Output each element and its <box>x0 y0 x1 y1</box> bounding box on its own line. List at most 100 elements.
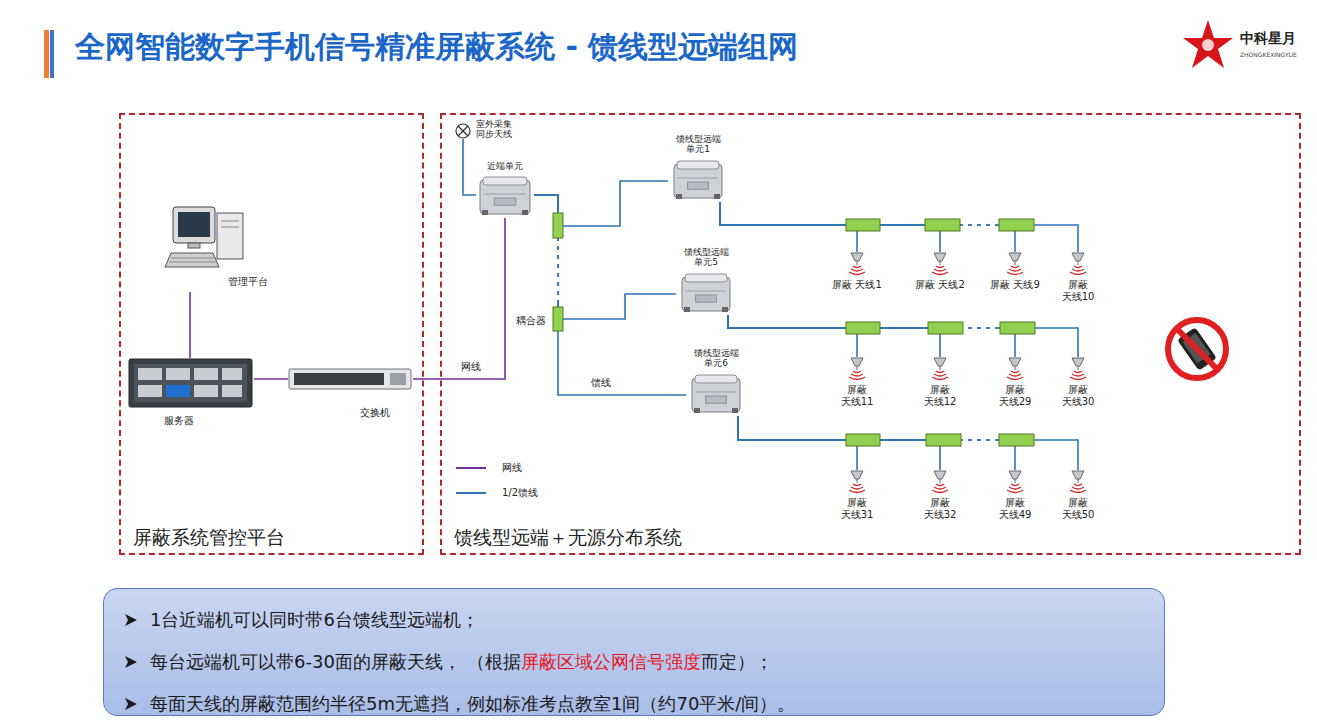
node-label: 馈线型远端 单元1 <box>668 134 728 155</box>
node-label: 屏蔽 天线49 <box>990 497 1040 520</box>
server-icon: 服务器 <box>128 358 254 430</box>
logo-text: 中科星月 <box>1240 30 1296 48</box>
node-label: 室外采集 同步天线 <box>476 119 520 140</box>
region-panel: 室外采集 同步天线近端单元 馈线型远端 单元1 馈线型远端 单元5 馈线型远端 单元6… <box>440 113 1301 555</box>
page-title: 全网智能数字手机信号精准屏蔽系统 - 馈线型远端组网 <box>75 27 798 68</box>
node-label: 屏蔽 天线12 <box>915 384 965 407</box>
shield-antenna: 屏蔽 天线30 <box>1053 357 1103 415</box>
node-label: 管理平台 <box>228 276 268 288</box>
node-label: 屏蔽 天线32 <box>915 497 965 520</box>
node-label: 屏蔽 天线31 <box>832 497 882 520</box>
computer-icon: 管理平台 <box>160 200 270 292</box>
feeder-cable <box>738 416 1015 470</box>
bullet-line: 每台远端机可以带6-30面的屏蔽天线， （根据屏蔽区域公网信号强度而定）； <box>124 641 1144 683</box>
near-end-unit: 近端单元 <box>476 160 534 218</box>
node-label: 屏蔽 天线1 <box>832 279 882 291</box>
feeder-cable <box>738 416 940 470</box>
note-text: 1台近端机可以同时带6台馈线型远端机； <box>150 610 479 631</box>
shield-antenna-drawing <box>1066 357 1090 381</box>
region-title: 屏蔽系统管控平台 <box>133 527 285 549</box>
shield-antenna-drawing <box>845 252 869 276</box>
coupler <box>553 307 563 331</box>
shield-antenna: 屏蔽 天线29 <box>990 357 1040 415</box>
node-label: 服务器 <box>164 415 194 427</box>
shield-antenna: 屏蔽 天线12 <box>915 357 965 415</box>
node-label: 屏蔽 天线30 <box>1053 384 1103 407</box>
shield-antenna: 屏蔽 天线1 <box>832 252 882 310</box>
bullet-arrow <box>124 655 138 669</box>
shield-antenna: 屏蔽 天线10 <box>1053 252 1103 310</box>
node-label: 交换机 <box>360 407 390 419</box>
edge-label: 馈线 <box>590 376 612 390</box>
shield-antenna: 屏蔽 天线2 <box>915 252 965 310</box>
remote-unit: 馈线型远端 单元5 <box>676 247 736 315</box>
coupler-row <box>846 219 1035 446</box>
legend-text: 网线 <box>502 462 522 474</box>
feeder-cable <box>720 202 940 252</box>
shield-antenna-drawing <box>1003 357 1027 381</box>
feeder-cable <box>720 202 1078 252</box>
legend-swatch <box>456 467 486 469</box>
feeder-cable <box>728 315 1078 357</box>
feeder-cable <box>720 202 1015 252</box>
node-label: 近端单元 <box>476 161 534 171</box>
feeder-cable <box>534 195 686 395</box>
node-label: 屏蔽 天线2 <box>915 279 965 291</box>
feeder-cable <box>720 202 857 252</box>
logo-star <box>1183 20 1233 68</box>
legend-item: 1/2馈线 <box>456 480 538 505</box>
node-label: 屏蔽 天线9 <box>990 279 1040 291</box>
coupler <box>553 213 563 238</box>
node-label: 屏蔽 天线50 <box>1053 497 1103 520</box>
feeder-cable <box>463 139 476 195</box>
remote-unit-drawing <box>690 374 742 414</box>
region-title: 馈线型远端＋无源分布系统 <box>454 527 682 549</box>
network-cable <box>189 292 191 358</box>
shield-antenna-drawing <box>928 252 952 276</box>
remote-unit: 馈线型远端 单元1 <box>668 134 728 202</box>
shield-antenna: 屏蔽 天线9 <box>990 252 1040 310</box>
logo-subtext: ZHONGKEXINGYUE <box>1240 51 1297 58</box>
shield-antenna-drawing <box>845 470 869 494</box>
sync-antenna: 室外采集 同步天线 <box>455 119 537 151</box>
node-label: 馈线型远端 单元5 <box>676 247 736 268</box>
part-label: 耦合器 <box>516 314 546 328</box>
note-text: 而定）； <box>701 652 773 673</box>
note-box: 1台近端机可以同时带6台馈线型远端机； 每台远端机可以带6-30面的屏蔽天线， （… <box>103 588 1165 716</box>
feeder-cable <box>728 315 1015 357</box>
shield-antenna: 屏蔽 天线11 <box>832 357 882 415</box>
no-phone-icon <box>1168 320 1226 378</box>
shield-antenna-drawing <box>928 357 952 381</box>
remote-unit-drawing <box>672 160 724 200</box>
node-label: 屏蔽 天线11 <box>832 384 882 407</box>
accent-bar <box>44 30 49 78</box>
remote-unit-drawing <box>680 273 732 313</box>
near-end-unit-drawing <box>478 176 532 216</box>
note-text: 每台远端机可以带6-30面的屏蔽天线， （根据 <box>150 652 521 673</box>
highlight-text: 屏蔽区域公网信号强度 <box>521 652 701 673</box>
switch-icon: 交换机 <box>288 368 413 422</box>
network-cable <box>254 378 288 380</box>
remote-unit: 馈线型远端 单元6 <box>686 348 746 416</box>
bullet-arrow <box>124 613 138 627</box>
switch-icon-drawing <box>288 368 413 390</box>
shield-antenna-drawing <box>1003 470 1027 494</box>
shield-antenna: 屏蔽 天线31 <box>832 470 882 528</box>
node-label: 屏蔽 天线29 <box>990 384 1040 407</box>
legend-text: 1/2馈线 <box>502 487 538 499</box>
shield-antenna: 屏蔽 天线50 <box>1053 470 1103 528</box>
shield-antenna: 屏蔽 天线49 <box>990 470 1040 528</box>
bullet-arrow <box>124 697 138 711</box>
shield-antenna-drawing <box>845 357 869 381</box>
region-panel: 管理平台服务器 交换机屏蔽系统管控平台 <box>119 113 424 555</box>
shield-antenna-drawing <box>1066 470 1090 494</box>
dashed-gap <box>557 241 560 304</box>
feeder-cable <box>534 195 676 319</box>
accent-bar <box>50 30 54 78</box>
shield-antenna: 屏蔽 天线32 <box>915 470 965 528</box>
network-cable <box>413 218 505 379</box>
node-label: 屏蔽 天线10 <box>1053 279 1103 302</box>
bullet-line: 1台近端机可以同时带6台馈线型远端机； <box>124 599 1144 641</box>
feeder-cable <box>738 416 857 470</box>
shield-antenna-drawing <box>1066 252 1090 276</box>
